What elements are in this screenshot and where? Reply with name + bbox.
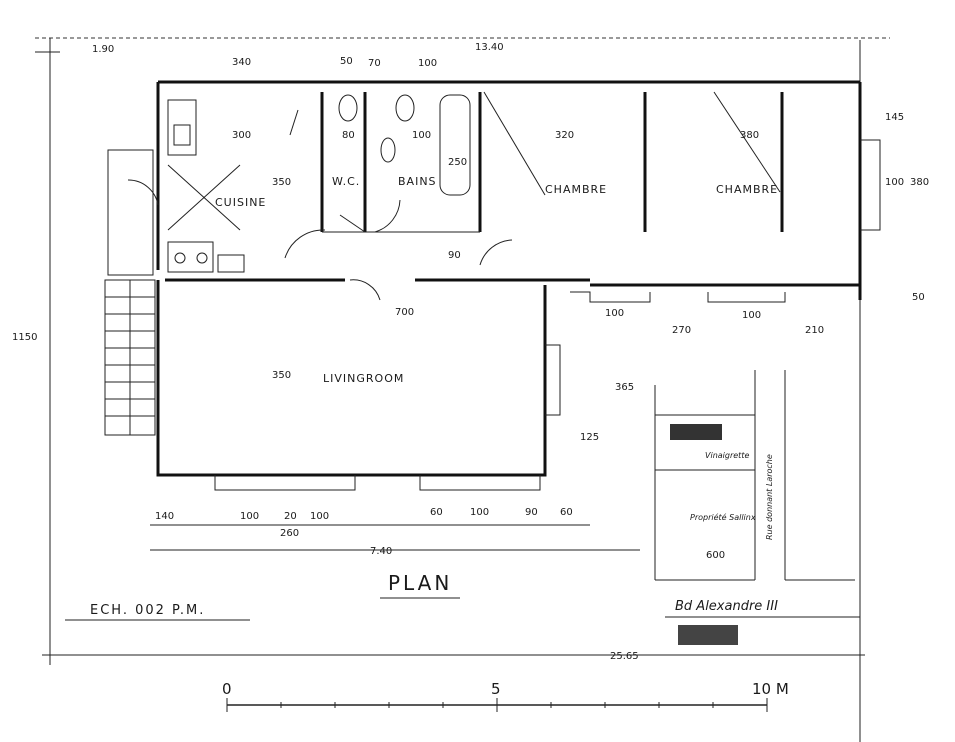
dim-bot-740: 7.40: [370, 546, 392, 557]
dim-living-h: 350: [272, 370, 291, 381]
dim-right-50: 50: [912, 292, 925, 303]
room-label-chambre-2: CHAMBRE: [716, 183, 778, 196]
dim-top-340: 340: [232, 57, 251, 68]
dim-living-w: 700: [395, 307, 414, 318]
site-vinaigrette: Vinaigrette: [705, 451, 749, 460]
dim-bot-60: 60: [430, 507, 443, 518]
site-propriete: Propriété Sallinx: [690, 512, 756, 522]
dim-ch1-w: 320: [555, 130, 574, 141]
dim-right-100: 100: [885, 177, 904, 188]
dim-bot-260: 260: [280, 528, 299, 539]
dim-bot-100a: 100: [240, 511, 259, 522]
dim-bot-140: 140: [155, 511, 174, 522]
dim-site-600: 600: [706, 550, 725, 561]
dim-b-365: 365: [615, 382, 634, 393]
dim-bot-100b: 100: [310, 511, 329, 522]
room-label-living: LIVINGROOM: [323, 372, 404, 385]
dim-b-125: 125: [580, 432, 599, 443]
site-street: Bd Alexandre III: [675, 599, 778, 614]
outer-dimension-lines: [35, 37, 890, 742]
dim-total-bottom: 25.65: [610, 651, 639, 662]
dim-right-380: 380: [910, 177, 929, 188]
bathroom-fixtures: [338, 94, 471, 196]
dim-b-210: 210: [805, 325, 824, 336]
scale-bar: 0 5 10 M: [222, 680, 789, 712]
dim-kitchen-h: 350: [272, 177, 291, 188]
site-plan-inset: Vinaigrette Propriété Sallinx Rue donnan…: [654, 370, 860, 645]
house-walls: [156, 80, 881, 491]
dim-wc-w: 80: [342, 130, 355, 141]
site-rue: Rue donnant Laroche: [765, 454, 774, 540]
room-label-wc: W.C.: [332, 175, 360, 188]
dim-bath-250: 250: [448, 157, 467, 168]
dim-bot-20: 20: [284, 511, 297, 522]
dim-top-50: 50: [340, 56, 353, 67]
dim-top-left: 1.90: [92, 44, 114, 55]
dim-kitchen-w: 300: [232, 130, 251, 141]
kitchen-fixtures: [167, 99, 245, 273]
door-swings: [127, 91, 781, 301]
dim-right-145: 145: [885, 112, 904, 123]
staircase: [104, 149, 156, 436]
dim-bot-100c: 100: [470, 507, 489, 518]
dim-b-100: 100: [605, 308, 624, 319]
room-label-chambre-1: CHAMBRE: [545, 183, 607, 196]
dim-b-100b: 100: [742, 310, 761, 321]
scale-label-0: 0: [222, 680, 232, 698]
scale-label-10m: 10 M: [752, 680, 789, 698]
dim-hall-90: 90: [448, 250, 461, 261]
dim-bot-90: 90: [525, 507, 538, 518]
dim-top-total: 13.40: [475, 42, 504, 53]
scale-label-5: 5: [491, 680, 501, 698]
dim-bot-60b: 60: [560, 507, 573, 518]
scale-note: ECH. 002 P.M.: [90, 603, 205, 618]
plan-title: PLAN: [388, 571, 452, 595]
room-label-cuisine: CUISINE: [215, 196, 266, 209]
dim-left-total: 1150: [12, 332, 37, 343]
room-label-bains: BAINS: [398, 175, 437, 188]
dim-bath-w: 100: [412, 130, 431, 141]
dim-b-270: 270: [672, 325, 691, 336]
dimension-labels: 13.40 1.90 340 50 70 100 300 350 80 100 …: [12, 42, 929, 662]
dim-top-70: 70: [368, 58, 381, 69]
dim-ch2-w: 380: [740, 130, 759, 141]
dim-top-100: 100: [418, 58, 437, 69]
